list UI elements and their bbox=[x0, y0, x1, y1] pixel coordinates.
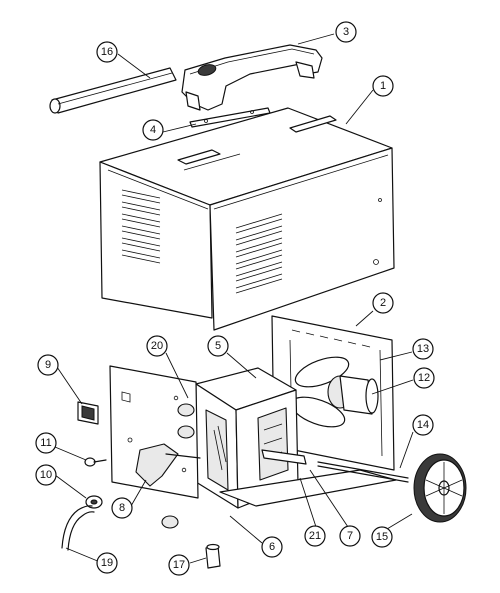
front-panel bbox=[109, 365, 199, 499]
part-20-terminals bbox=[177, 403, 195, 439]
svg-text:2: 2 bbox=[380, 297, 386, 309]
part-5-transformer bbox=[195, 367, 307, 509]
callout-19: 19 bbox=[96, 552, 118, 574]
svg-text:12: 12 bbox=[418, 372, 430, 384]
part-12-13-fan-motor bbox=[290, 356, 379, 428]
part-3-carry-handle bbox=[181, 44, 323, 111]
part-6-foot bbox=[161, 515, 179, 529]
part-15-wheel bbox=[413, 453, 467, 523]
svg-text:17: 17 bbox=[173, 559, 185, 571]
svg-text:5: 5 bbox=[215, 340, 221, 352]
part-8-knob bbox=[135, 443, 201, 487]
callout-15: 15 bbox=[371, 526, 393, 548]
callout-14: 14 bbox=[412, 414, 434, 436]
callout-2: 2 bbox=[372, 292, 394, 314]
callout-13: 13 bbox=[412, 338, 434, 360]
svg-text:10: 10 bbox=[40, 469, 52, 481]
svg-text:8: 8 bbox=[119, 502, 125, 514]
svg-text:6: 6 bbox=[269, 541, 275, 553]
svg-text:3: 3 bbox=[343, 26, 349, 38]
part-16-handle-tube bbox=[49, 67, 177, 114]
svg-text:19: 19 bbox=[101, 557, 113, 569]
svg-text:11: 11 bbox=[40, 437, 51, 449]
svg-text:1: 1 bbox=[380, 80, 386, 92]
svg-text:7: 7 bbox=[347, 530, 353, 542]
svg-text:21: 21 bbox=[309, 530, 321, 542]
callout-17: 17 bbox=[168, 554, 190, 576]
svg-text:20: 20 bbox=[151, 340, 163, 352]
svg-text:13: 13 bbox=[417, 343, 429, 355]
svg-text:16: 16 bbox=[101, 46, 113, 58]
part-14-axle bbox=[317, 461, 409, 483]
callout-7: 7 bbox=[339, 525, 361, 547]
part-10-cable-gland bbox=[85, 495, 103, 509]
svg-text:15: 15 bbox=[376, 531, 388, 543]
callout-9: 9 bbox=[37, 354, 59, 376]
part-1-housing-cover bbox=[99, 107, 395, 331]
part-19-power-cable bbox=[61, 505, 95, 551]
part-17-foot bbox=[205, 543, 221, 569]
callout-1: 1 bbox=[372, 75, 394, 97]
callout-20: 20 bbox=[146, 335, 168, 357]
svg-text:14: 14 bbox=[417, 419, 429, 431]
callout-8: 8 bbox=[111, 497, 133, 519]
callout-5: 5 bbox=[207, 335, 229, 357]
callout-11: 11 bbox=[35, 432, 57, 454]
callout-6: 6 bbox=[261, 536, 283, 558]
svg-text:9: 9 bbox=[45, 359, 51, 371]
callout-3: 3 bbox=[335, 21, 357, 43]
callout-4: 4 bbox=[142, 119, 164, 141]
leader-lines bbox=[54, 33, 414, 564]
part-11-screw bbox=[84, 457, 107, 467]
callout-16: 16 bbox=[96, 41, 118, 63]
svg-text:4: 4 bbox=[150, 124, 156, 136]
callout-10: 10 bbox=[35, 464, 57, 486]
part-9-switch bbox=[77, 401, 99, 425]
callout-12: 12 bbox=[413, 367, 435, 389]
callout-21: 21 bbox=[304, 525, 326, 547]
